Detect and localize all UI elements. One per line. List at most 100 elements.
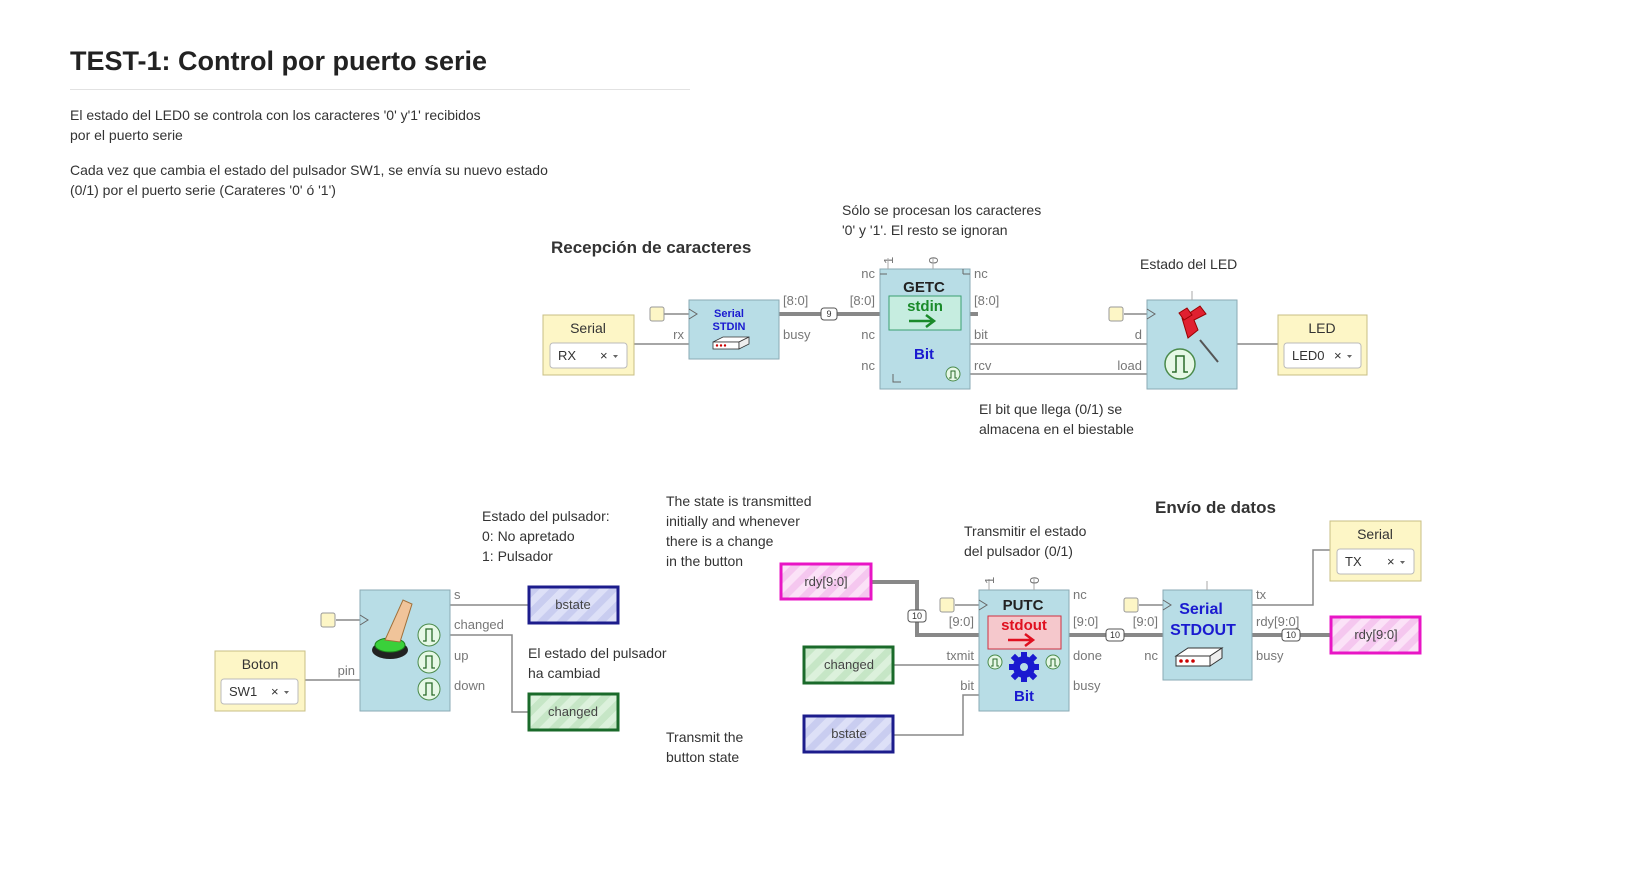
button-changed-line-2: ha cambiad (528, 665, 601, 681)
clock-input-stdout[interactable] (1123, 597, 1139, 613)
pulse-icon (1045, 654, 1061, 670)
serial-rx-pin-select[interactable]: RX × (549, 342, 628, 369)
wire-bit-in (893, 694, 979, 736)
serial-tx-pin-value: TX (1345, 554, 1362, 569)
chevron-down-icon (613, 355, 618, 358)
bit-note-line-2: almacena en el biestable (979, 421, 1134, 437)
bus-width-tx-c-label: 10 (1286, 630, 1296, 640)
wires-tx (304, 549, 1330, 736)
boton-clear-icon[interactable]: × (271, 684, 279, 699)
stdout-port-right-rdy: rdy[9:0] (1256, 614, 1299, 629)
state-transmitted-note: The state is transmitted initially and w… (666, 491, 812, 571)
getc-port-right-data: [8:0] (974, 293, 999, 308)
bus-width-tx-c: 10 (1281, 628, 1301, 642)
chevron-down-icon (284, 691, 289, 694)
serial-tx-pin-select[interactable]: TX × (1336, 548, 1415, 575)
serial-rx-clear-icon[interactable]: × (600, 348, 608, 363)
button-state-line-1: Estado del pulsador: (482, 508, 610, 524)
serial-rx-pin-value: RX (558, 348, 576, 363)
serial-device-icon (1174, 647, 1224, 667)
bus-width-rx: 9 (820, 307, 838, 321)
pulse-icon (417, 650, 441, 674)
tag-bstate-output[interactable]: bstate (527, 585, 620, 625)
serial-stdout-block[interactable]: Serial STDOUT (1162, 581, 1253, 681)
serial-stdin-block[interactable]: Serial STDIN (688, 299, 780, 360)
arrow-right-icon (909, 314, 937, 328)
led-state-note: Estado del LED (1140, 256, 1238, 272)
getc-subtitle: stdin (907, 298, 943, 315)
pushpin-icon (1178, 305, 1219, 363)
bus-width-tx-b-label: 10 (1110, 630, 1120, 640)
boton-input-block[interactable]: Boton SW1 × (214, 650, 306, 712)
serial-stdin-line2: STDIN (713, 321, 746, 333)
tag-rdy-input[interactable]: rdy[9:0] (779, 562, 873, 601)
bus-width-tx-a-label: 10 (912, 611, 922, 621)
putc-block[interactable]: PUTC stdout Bit (978, 589, 1070, 712)
getc-block[interactable]: GETC stdin Bit (879, 268, 971, 390)
tag-rdy-input-label: rdy[9:0] (804, 574, 847, 589)
button-block[interactable] (359, 589, 451, 712)
btn-port-changed: changed (454, 617, 504, 632)
transmit-note-line-2: del pulsador (0/1) (964, 543, 1073, 559)
getc-port-left-nc-2: nc (861, 327, 875, 342)
led-pin-value: LED0 (1292, 348, 1325, 363)
btn-port-down: down (454, 678, 485, 693)
getc-note: Sólo se procesan los caracteres '0' y '1… (842, 200, 1041, 240)
serial-rx-input-block[interactable]: Serial RX × (542, 314, 635, 376)
clock-input-ff[interactable] (1108, 306, 1124, 322)
clock-input-button[interactable] (320, 612, 336, 628)
button-state-note: Estado del pulsador: 0: No apretado 1: P… (482, 506, 610, 566)
serial-tx-name: Serial (1357, 526, 1393, 542)
stdin-port-rx: rx (673, 327, 684, 342)
pulse-icon (417, 677, 441, 701)
transmit-note: Transmitir el estado del pulsador (0/1) (964, 521, 1086, 561)
chevron-down-icon (1400, 561, 1405, 564)
serial-tx-clear-icon[interactable]: × (1387, 554, 1395, 569)
tag-bstate-input[interactable]: bstate (802, 714, 895, 754)
stdout-port-left-data: [9:0] (1133, 614, 1158, 629)
led-pin-select[interactable]: LED0 × (1283, 342, 1362, 369)
tag-bstate-input-label: bstate (831, 726, 866, 741)
getc-note-line-2: '0' y '1'. El resto se ignoran (842, 222, 1008, 238)
wires-rx (634, 313, 1278, 375)
putc-port-right-nc: nc (1073, 587, 1087, 602)
tag-changed-input-label: changed (824, 657, 874, 672)
clock-input-stdin[interactable] (649, 306, 665, 322)
btn-port-up: up (454, 648, 468, 663)
push-button-icon (372, 599, 413, 659)
pulse-icon (1164, 348, 1196, 380)
serial-stdout-line2: STDOUT (1170, 622, 1236, 639)
getc-port-right-rcv: rcv (974, 358, 992, 373)
transmit-button-line-2: button state (666, 749, 740, 765)
putc-param-0: 0 (1027, 577, 1042, 584)
tag-rdy-output[interactable]: rdy[9:0] (1329, 615, 1422, 655)
getc-note-line-1: Sólo se procesan los caracteres (842, 202, 1042, 218)
led-output-block[interactable]: LED LED0 × (1277, 314, 1368, 376)
serial-tx-output-block[interactable]: Serial TX × (1329, 520, 1422, 582)
boton-pin-value: SW1 (229, 684, 257, 699)
tag-changed-input[interactable]: changed (802, 645, 895, 685)
pulse-icon (987, 654, 1003, 670)
getc-port-right-nc: nc (974, 266, 988, 281)
getc-title: GETC (903, 279, 945, 296)
title-divider (70, 89, 690, 90)
tx-section-heading: Envío de datos (1155, 498, 1276, 517)
bit-note: El bit que llega (0/1) se almacena en el… (979, 399, 1134, 439)
flipflop-block[interactable] (1146, 291, 1238, 390)
btn-port-s: s (454, 587, 461, 602)
boton-pin-select[interactable]: SW1 × (220, 678, 299, 705)
led-clear-icon[interactable]: × (1334, 348, 1342, 363)
arrow-right-icon (1008, 633, 1036, 647)
getc-port-left-nc-1: nc (861, 266, 875, 281)
transmit-button-note: Transmit the button state (666, 727, 743, 767)
tag-changed-output[interactable]: changed (527, 692, 620, 732)
btn-port-pin: pin (338, 663, 355, 678)
wire-changed (450, 634, 529, 713)
boton-name: Boton (242, 656, 279, 672)
stdout-port-right-busy: busy (1256, 648, 1284, 663)
state-transmitted-line-2: initially and whenever (666, 513, 800, 529)
clock-input-putc[interactable] (939, 597, 955, 613)
stdout-port-right-tx: tx (1256, 587, 1267, 602)
page-title: TEST-1: Control por puerto serie (70, 46, 488, 76)
